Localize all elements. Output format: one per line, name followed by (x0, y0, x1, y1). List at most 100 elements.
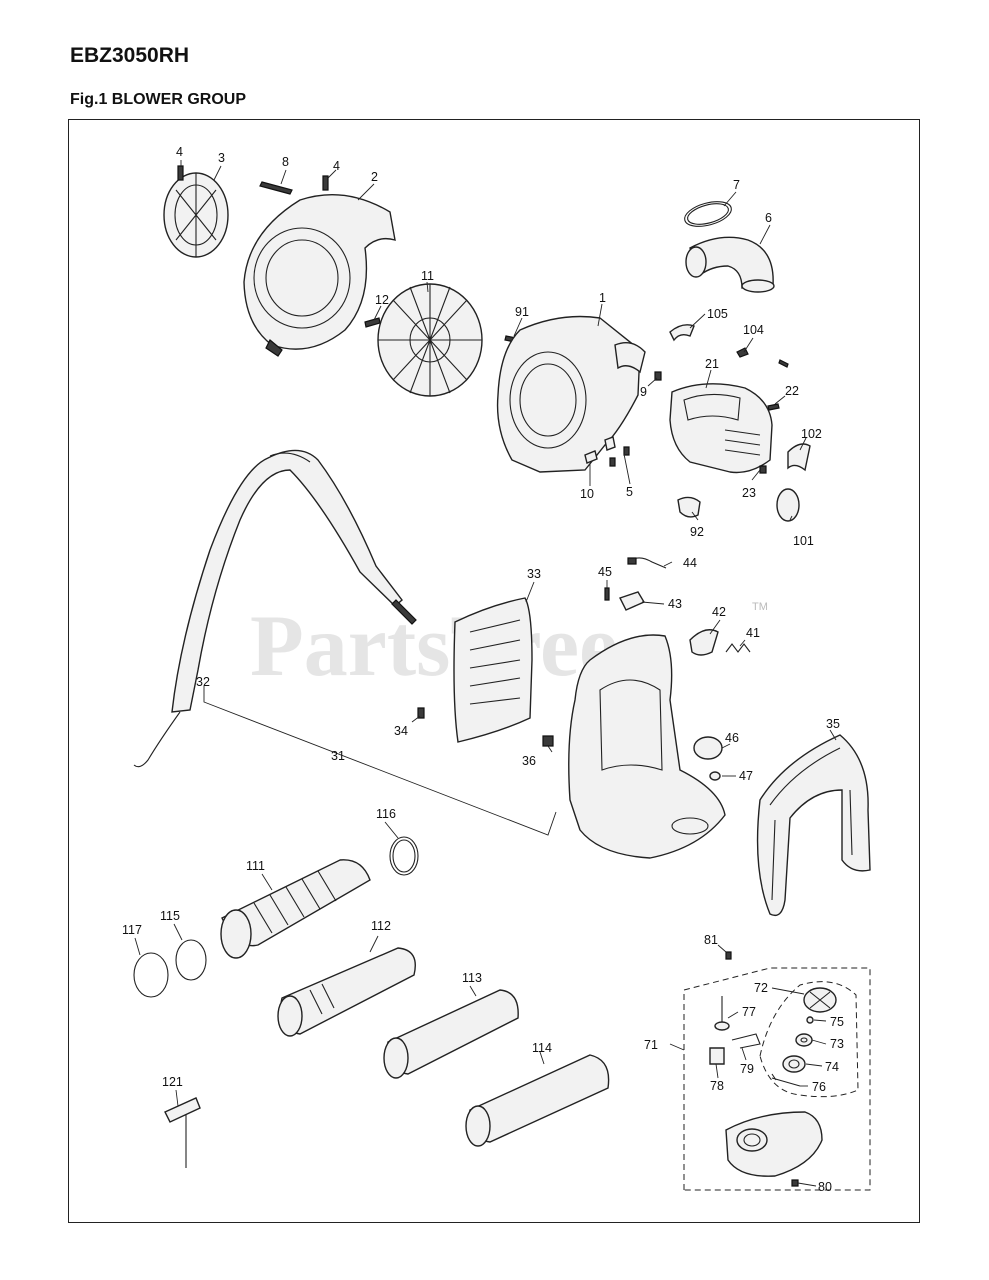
callout-41: 41 (746, 626, 760, 640)
callout-73: 73 (830, 1037, 844, 1051)
part-10-clamps (584, 436, 616, 464)
callout-45: 45 (598, 565, 612, 579)
callout-74: 74 (825, 1060, 839, 1074)
part-32-shoulder-strap (133, 449, 417, 768)
part-104-pin (778, 359, 789, 368)
callout-36: 36 (522, 754, 536, 768)
part-5-screws (609, 446, 630, 467)
part-12-screw (364, 317, 381, 328)
callout-10: 10 (580, 487, 594, 501)
part-121-wrench (164, 1097, 201, 1168)
callout-81: 81 (704, 933, 718, 947)
part-116-hose-clamp (389, 836, 419, 876)
callout-1: 1 (599, 291, 606, 305)
model-title: EBZ3050RH (70, 44, 190, 67)
callout-43: 43 (668, 597, 682, 611)
callout-117: 117 (122, 923, 142, 937)
fuel-tank-body (725, 1111, 823, 1177)
part-92-grommet (677, 496, 701, 518)
part-79-fuel-line (731, 1033, 761, 1049)
callout-112: 112 (371, 919, 391, 933)
part-34-screw (417, 707, 425, 719)
part-1-fan-case (496, 315, 646, 473)
callout-121: 121 (162, 1075, 183, 1089)
callout-11: 11 (421, 269, 434, 283)
diagram-frame (68, 119, 920, 1223)
callout-92: 92 (690, 525, 704, 539)
callout-31: 31 (331, 749, 345, 763)
callout-44: 44 (683, 556, 697, 570)
part-104-small-part (736, 347, 749, 358)
part-2-volute-case (243, 194, 396, 357)
callout-47: 47 (739, 769, 753, 783)
part-76-strap (771, 1073, 801, 1087)
callout-79: 79 (740, 1062, 754, 1076)
part-117-clamp (133, 952, 169, 998)
callout-34: 34 (394, 724, 408, 738)
part-74-washer (782, 1055, 806, 1073)
callout-3: 3 (218, 151, 225, 165)
part-31-backpack-frame (568, 634, 726, 859)
part-47-washer (709, 771, 721, 781)
callout-21: 21 (705, 357, 719, 371)
part-114-nozzle (465, 1054, 610, 1147)
part-7-o-ring (684, 201, 732, 227)
part-4-bolt-left (177, 165, 184, 181)
callout-labels: 4 3 8 4 2 7 6 11 12 1 91 105 104 9 21 22… (122, 145, 844, 1194)
part-77-fuel-hose (714, 996, 730, 1031)
callout-111: 111 (246, 859, 265, 873)
callout-105: 105 (707, 307, 728, 321)
callout-76: 76 (812, 1080, 826, 1094)
callout-46: 46 (725, 731, 739, 745)
part-112-pipe (277, 947, 416, 1037)
part-111-flex-pipe (220, 859, 371, 959)
part-11-impeller-fan (377, 283, 483, 397)
callout-75: 75 (830, 1015, 844, 1029)
callout-9: 9 (640, 385, 647, 399)
callout-101: 101 (793, 534, 814, 548)
part-46-cap (693, 736, 723, 760)
part-71-fuel-tank-group (683, 967, 871, 1191)
part-75-small-seal (806, 1016, 814, 1024)
part-101-disc (776, 488, 800, 522)
callout-8: 8 (282, 155, 289, 169)
callout-114: 114 (532, 1041, 552, 1055)
callout-78: 78 (710, 1079, 724, 1093)
part-105-clip (669, 324, 695, 342)
part-41-spring (725, 643, 751, 653)
part-3-fan-cover-ring (163, 172, 229, 258)
callout-77: 77 (742, 1005, 756, 1019)
callout-72: 72 (754, 981, 768, 995)
part-81-screw (725, 951, 732, 960)
callout-80: 80 (818, 1180, 832, 1194)
watermark-text: PartsTree (250, 598, 618, 695)
callout-35: 35 (826, 717, 840, 731)
callout-104: 104 (743, 323, 764, 337)
part-43-bracket (619, 591, 646, 611)
part-78-filter (709, 1047, 725, 1065)
callout-5: 5 (626, 485, 633, 499)
part-73-gasket (795, 1033, 813, 1047)
part-72-cap-assembly (803, 987, 837, 1013)
part-44-cable (627, 557, 667, 569)
figure-title: Fig.1 BLOWER GROUP (70, 91, 246, 108)
part-33-back-plate (453, 597, 533, 743)
part-21-engine-cover (669, 383, 773, 474)
part-115-clamp (175, 939, 207, 981)
callout-42: 42 (712, 605, 726, 619)
part-36-nut (542, 735, 554, 747)
callout-23: 23 (742, 486, 756, 500)
callout-71: 71 (644, 1038, 658, 1052)
part-42-bracket (689, 629, 719, 656)
callout-116: 116 (376, 807, 396, 821)
callout-113: 113 (462, 971, 482, 985)
part-80-bolt (791, 1179, 799, 1187)
callout-7: 7 (733, 178, 740, 192)
callout-12: 12 (375, 293, 389, 307)
part-4-bolt-right (322, 175, 329, 191)
part-6-elbow-pipe (685, 236, 775, 293)
watermark-tm: TM (752, 601, 768, 613)
part-45-bolt (604, 587, 610, 601)
callout-33: 33 (527, 567, 541, 581)
